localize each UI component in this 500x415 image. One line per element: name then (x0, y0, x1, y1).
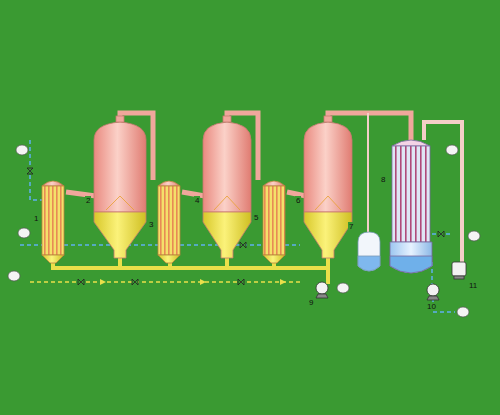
callout-number: 5 (253, 213, 259, 222)
vent-pipe (367, 113, 369, 232)
liquid-pipe (53, 258, 328, 284)
callout-number: 7 (348, 222, 354, 231)
spray (106, 196, 341, 210)
callout-number: 2 (85, 196, 91, 205)
pump (316, 262, 466, 300)
liquid-flow (30, 281, 300, 283)
callout-number: 10 (426, 302, 437, 311)
callout-number: 8 (380, 175, 386, 184)
callout-number: 6 (295, 196, 301, 205)
callout-number: 4 (194, 196, 200, 205)
receiver-tank (358, 232, 380, 271)
callout-number: 3 (148, 220, 154, 229)
callout-number: 11 (468, 281, 478, 290)
separator (94, 116, 352, 258)
callout-number: 9 (308, 298, 314, 307)
instrument-symbol (8, 145, 480, 317)
flow-arrow (100, 279, 286, 285)
callout-number: 1 (33, 214, 39, 223)
condenser (390, 140, 432, 273)
